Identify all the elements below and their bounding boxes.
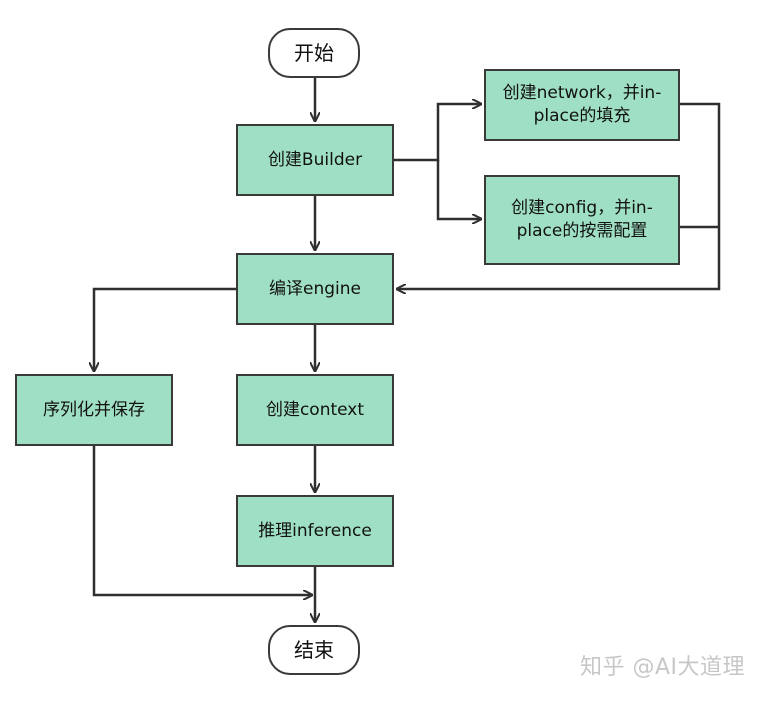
create-config-label: 创建config，并in-place的按需配置	[511, 198, 653, 241]
create-context-node: 创建context	[236, 374, 394, 446]
serialize-save-node: 序列化并保存	[15, 374, 173, 446]
edge-engine-to-serialize	[94, 287, 236, 370]
edge-network-to-engine	[398, 102, 721, 289]
create-network-node: 创建network，并in-place的填充	[484, 69, 680, 141]
end-node: 结束	[268, 625, 360, 675]
edge-builder-to-config	[436, 160, 480, 219]
compile-engine-node: 编译engine	[236, 253, 394, 325]
create-network-label: 创建network，并in-place的填充	[502, 83, 662, 126]
edge-builder-to-network	[394, 104, 480, 162]
watermark-text: 知乎 @AI大道理	[579, 655, 745, 680]
create-builder-node: 创建Builder	[236, 124, 394, 196]
create-config-node: 创建config，并in-place的按需配置	[484, 175, 680, 265]
compile-engine-label: 编译engine	[269, 278, 361, 299]
serialize-save-label: 序列化并保存	[43, 399, 145, 420]
create-context-label: 创建context	[265, 399, 365, 420]
end-label: 结束	[294, 637, 334, 662]
edge-serialize-to-end	[92, 446, 311, 595]
start-label: 开始	[294, 40, 334, 65]
create-builder-label: 创建Builder	[267, 149, 363, 170]
start-node: 开始	[268, 28, 360, 78]
inference-label: 推理inference	[258, 520, 372, 541]
inference-node: 推理inference	[236, 495, 394, 567]
